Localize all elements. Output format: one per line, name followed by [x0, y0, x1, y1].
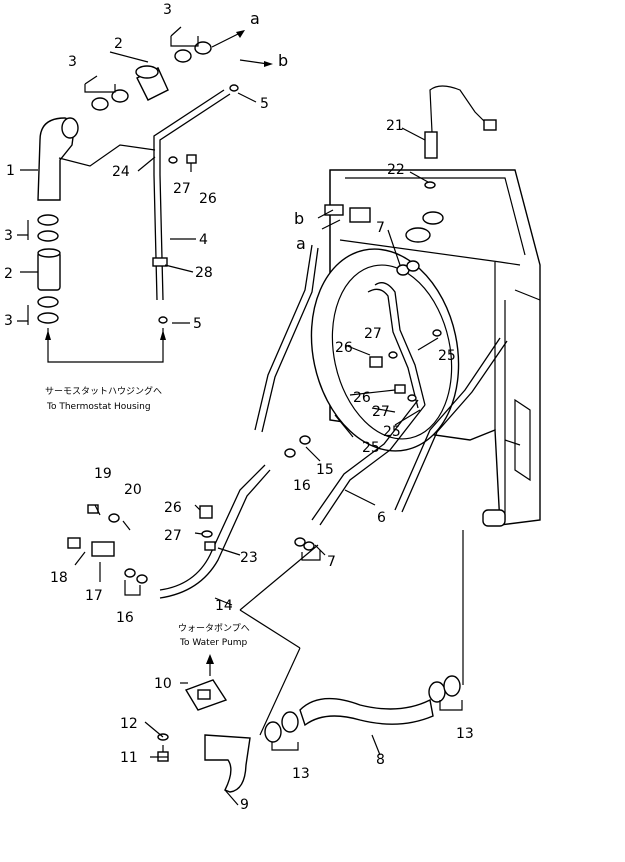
label-13-b: 13 [456, 726, 474, 742]
label-14: 14 [215, 598, 233, 614]
label-7-upper: 7 [376, 220, 385, 236]
label-2-lower: 2 [4, 266, 13, 282]
label-25-c: 25 [362, 440, 380, 456]
label-3-b: 3 [163, 2, 172, 18]
label-27-a: 27 [173, 181, 191, 197]
label-21: 21 [386, 118, 404, 134]
label-13-a: 13 [292, 766, 310, 782]
label-8: 8 [376, 752, 385, 768]
label-2-upper: 2 [114, 36, 123, 52]
label-3-d: 3 [4, 313, 13, 329]
label-26-b: 26 [335, 340, 353, 356]
label-23: 23 [240, 550, 258, 566]
label-4: 4 [199, 232, 208, 248]
thermostat-pipe-group [17, 26, 273, 363]
label-26-a: 26 [199, 191, 217, 207]
label-3-a: 3 [68, 54, 77, 70]
label-3-c: 3 [4, 228, 13, 244]
label-27-b: 27 [364, 326, 382, 342]
label-20: 20 [124, 482, 142, 498]
label-9: 9 [240, 797, 249, 813]
label-16-a: 16 [293, 478, 311, 494]
part-labels: 1 2 2 3 3 3 3 4 5 5 6 7 7 8 9 10 11 12 1… [4, 2, 474, 813]
note-pump-en: To Water Pump [179, 638, 248, 648]
label-24: 24 [112, 164, 130, 180]
label-15: 15 [316, 462, 334, 478]
label-5-upper: 5 [260, 96, 269, 112]
note-pump-jp: ウォータポンプへ [178, 623, 250, 634]
label-26-c: 26 [353, 390, 371, 406]
letter-a-top: a [250, 9, 260, 28]
label-5-lower: 5 [193, 316, 202, 332]
label-19: 19 [94, 466, 112, 482]
label-25-a: 25 [438, 348, 456, 364]
label-16-b: 16 [116, 610, 134, 626]
letter-b-top: b [278, 51, 288, 70]
letter-a-radiator: a [296, 234, 306, 253]
label-6: 6 [377, 510, 386, 526]
label-10: 10 [154, 676, 172, 692]
letter-b-radiator: b [294, 209, 304, 228]
note-thermostat-en: To Thermostat Housing [46, 402, 151, 412]
label-7-lower: 7 [327, 554, 336, 570]
note-thermostat-jp: サーモスタットハウジングへ [45, 385, 162, 397]
label-1: 1 [6, 163, 15, 179]
label-28: 28 [195, 265, 213, 281]
label-26-d: 26 [164, 500, 182, 516]
label-17: 17 [85, 588, 103, 604]
label-27-d: 27 [164, 528, 182, 544]
radiator-pipes [67, 85, 508, 806]
label-18: 18 [50, 570, 68, 586]
label-27-c: 27 [372, 404, 390, 420]
label-12: 12 [120, 716, 138, 732]
label-25-b: 25 [383, 424, 401, 440]
label-22: 22 [387, 162, 405, 178]
label-11: 11 [120, 750, 138, 766]
radiator [310, 169, 541, 527]
